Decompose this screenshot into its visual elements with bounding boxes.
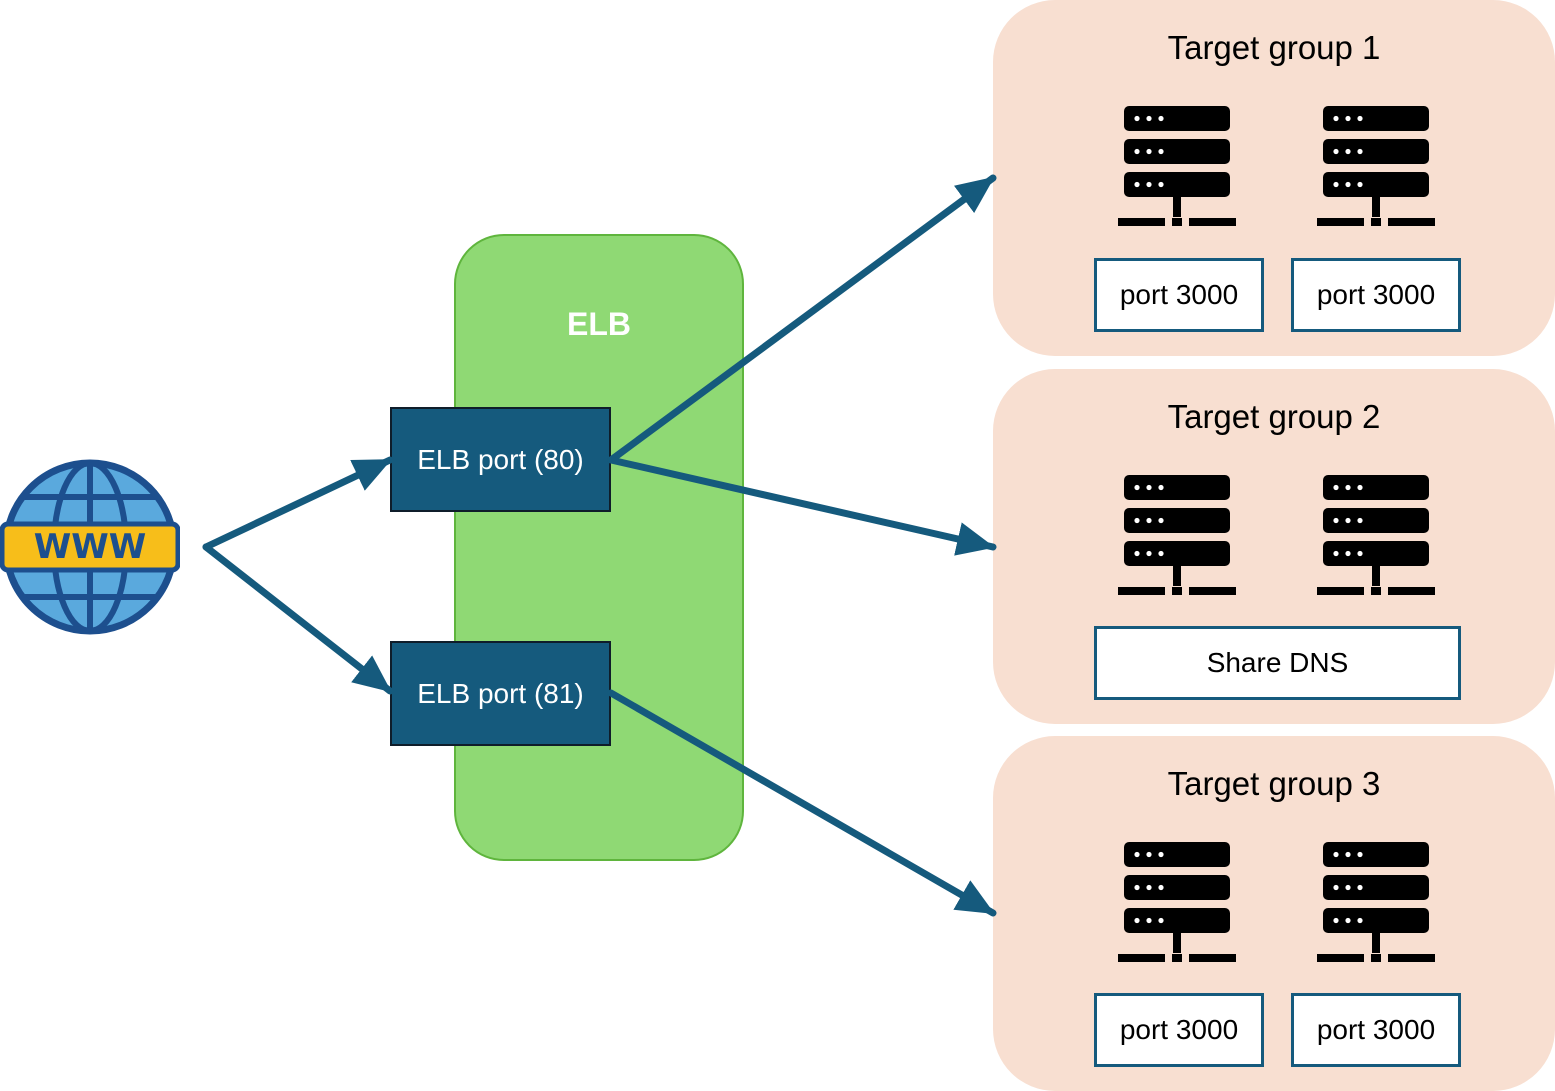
share-dns-box: Share DNS xyxy=(1094,626,1461,700)
elb-title: ELB xyxy=(567,306,631,342)
server-icon xyxy=(1118,475,1238,599)
server-icon xyxy=(1317,106,1437,230)
server-icon xyxy=(1317,842,1437,966)
target-group-1: Target group 1 port 3000 port 3000 xyxy=(993,0,1555,356)
target-group-title: Target group 2 xyxy=(1167,398,1381,435)
server-icon xyxy=(1317,475,1437,599)
port-box: port 3000 xyxy=(1291,993,1461,1067)
port-box: port 3000 xyxy=(1291,258,1461,332)
www-label: WWW xyxy=(34,527,147,567)
elb-port-81: ELB port (81) xyxy=(390,641,611,746)
target-group-2: Target group 2 Share DNS xyxy=(993,369,1555,724)
server-icon xyxy=(1118,842,1238,966)
port-box: port 3000 xyxy=(1094,993,1264,1067)
port-box: port 3000 xyxy=(1094,258,1264,332)
arrow-internet-to-port-81 xyxy=(202,543,394,695)
target-group-3: Target group 3 port 3000 port 3000 xyxy=(993,736,1555,1091)
server-icon xyxy=(1118,106,1238,230)
arrow-internet-to-port-80 xyxy=(202,456,394,551)
elb-port-80: ELB port (80) xyxy=(390,407,611,512)
globe-www-icon: WWW xyxy=(0,459,180,635)
target-group-title: Target group 3 xyxy=(1167,765,1381,802)
target-group-title: Target group 1 xyxy=(1167,29,1381,66)
